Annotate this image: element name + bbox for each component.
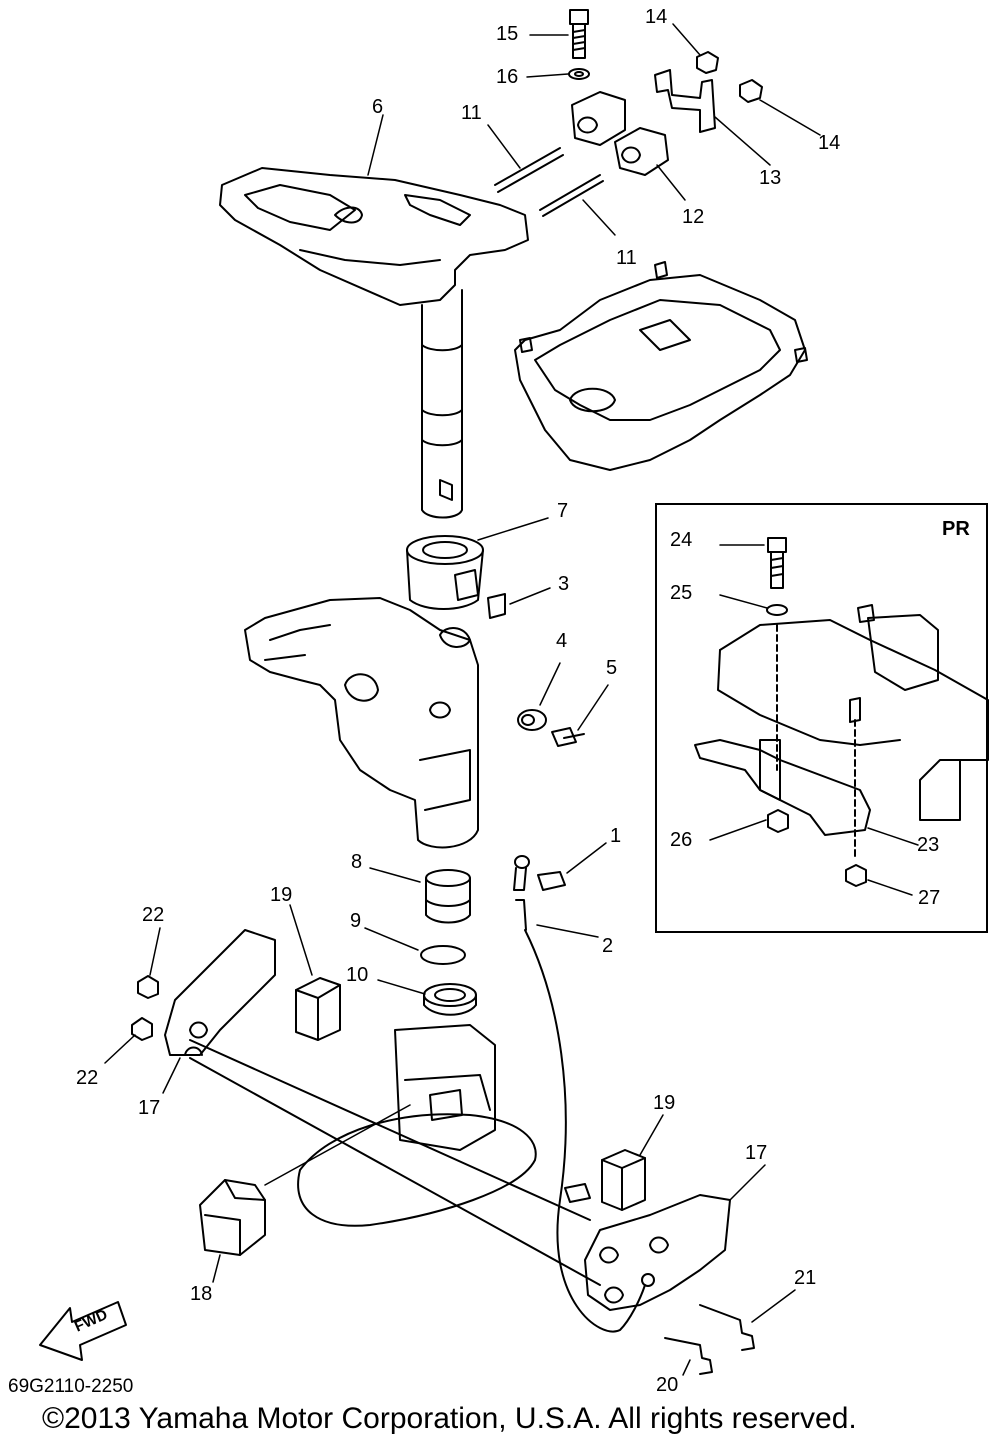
callout-7: 7 <box>557 500 569 522</box>
lower-bushing-part <box>425 869 471 924</box>
callout-12: 12 <box>682 206 705 228</box>
callout-14-right: 14 <box>818 132 841 154</box>
callout-26: 26 <box>670 829 693 851</box>
o-ring-part <box>420 945 466 965</box>
callout-17-right: 17 <box>745 1142 768 1164</box>
callout-13: 13 <box>759 167 782 189</box>
callout-2: 2 <box>602 935 614 957</box>
tube-lines <box>189 1039 601 1286</box>
lower-case-part <box>297 1024 537 1227</box>
mount-plate-part <box>654 69 716 133</box>
steering-arm-part <box>219 167 529 306</box>
pr-inset-frame <box>655 503 988 933</box>
callout-3: 3 <box>558 573 570 595</box>
bolt-5-part <box>551 727 585 747</box>
stud-bolt-parts <box>494 147 604 217</box>
washer-part <box>568 68 590 80</box>
callout-11-lower: 11 <box>616 247 637 269</box>
tape-part <box>487 593 506 619</box>
callout-6: 6 <box>372 96 384 118</box>
bushing-part <box>406 535 484 610</box>
callout-15: 15 <box>496 23 519 45</box>
bolt-20-21-parts <box>564 1183 755 1375</box>
fwd-arrow-icon <box>39 1301 127 1361</box>
callout-14-upper: 14 <box>645 6 668 28</box>
callout-21: 21 <box>794 1267 817 1289</box>
inset-title: PR <box>942 518 970 540</box>
callout-1: 1 <box>610 825 622 847</box>
damper-block-parts <box>199 977 646 1256</box>
bolt-part <box>569 9 589 59</box>
bottom-cowling-part <box>514 261 808 471</box>
callout-16: 16 <box>496 66 519 88</box>
callout-8: 8 <box>351 851 363 873</box>
callout-10: 10 <box>346 964 369 986</box>
callout-22-upper: 22 <box>142 904 165 926</box>
callout-11-upper: 11 <box>461 102 482 124</box>
swivel-bracket-part <box>244 597 479 849</box>
callout-25: 25 <box>670 582 693 604</box>
grommet-part <box>517 709 547 731</box>
callout-18: 18 <box>190 1283 213 1305</box>
callout-5: 5 <box>606 657 618 679</box>
nut-22-parts <box>131 975 159 1041</box>
part-code: 69G2110-2250 <box>8 1376 134 1397</box>
callout-4: 4 <box>556 630 568 652</box>
callout-9: 9 <box>350 910 362 932</box>
callout-19-upper: 19 <box>270 884 293 906</box>
callout-22-lower: 22 <box>76 1067 99 1089</box>
ground-lead-part <box>513 855 655 1333</box>
callout-27: 27 <box>918 887 941 909</box>
clamp-bracket-part <box>164 929 731 1311</box>
steering-shaft-part <box>421 289 463 519</box>
nut-parts <box>696 51 763 103</box>
callout-20: 20 <box>656 1374 679 1396</box>
leader-lines <box>104 23 821 1376</box>
mount-damper-parts <box>571 91 669 176</box>
callout-17-left: 17 <box>138 1097 161 1119</box>
callout-24: 24 <box>670 529 693 551</box>
oil-seal-part <box>423 983 477 1016</box>
callout-23: 23 <box>917 834 940 856</box>
callout-19-lower: 19 <box>653 1092 676 1114</box>
pr-inset-drawing <box>694 537 989 896</box>
copyright-notice: ©2013 Yamaha Motor Corporation, U.S.A. A… <box>42 1402 857 1435</box>
